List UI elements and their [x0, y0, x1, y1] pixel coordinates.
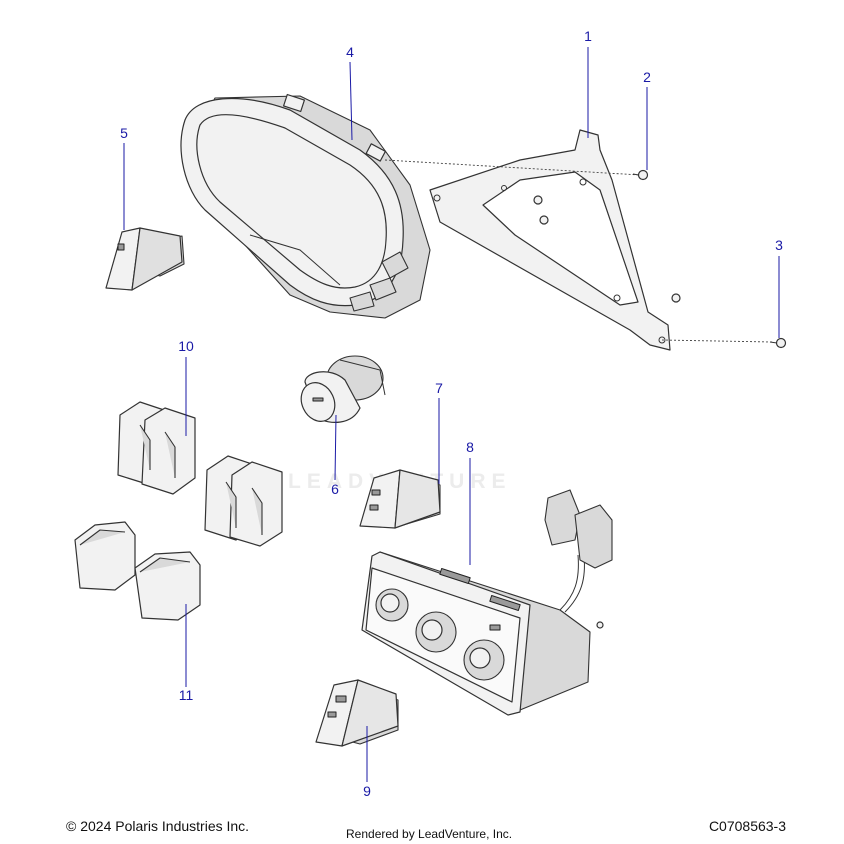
part-11-switch-group[interactable] — [74, 521, 201, 621]
part-8-climate-control[interactable] — [361, 489, 613, 716]
part-2-screw[interactable] — [632, 169, 649, 181]
part-5-switch[interactable] — [105, 227, 185, 291]
part-6-ignition-switch[interactable] — [295, 355, 386, 427]
part-3-screw[interactable] — [769, 337, 787, 349]
part-1-mounting-bracket[interactable] — [429, 129, 681, 351]
alignment-line-2 — [384, 159, 641, 176]
leader-6 — [334, 414, 337, 481]
callout-4[interactable]: 4 — [346, 44, 354, 60]
callout-5[interactable]: 5 — [120, 125, 128, 141]
part-10-switch-group[interactable] — [117, 401, 283, 547]
callout-8[interactable]: 8 — [466, 439, 474, 455]
callout-2[interactable]: 2 — [643, 69, 651, 85]
callout-10[interactable]: 10 — [178, 338, 194, 354]
part-7-switch[interactable] — [359, 469, 441, 529]
part-9-switch[interactable] — [315, 679, 399, 747]
callout-3[interactable]: 3 — [775, 237, 783, 253]
callout-9[interactable]: 9 — [363, 783, 371, 799]
part-4-instrument-cluster[interactable] — [180, 93, 431, 319]
rendered-by-text: Rendered by LeadVenture, Inc. — [346, 827, 513, 841]
callout-6[interactable]: 6 — [331, 481, 339, 497]
copyright-text: © 2024 Polaris Industries Inc. — [66, 818, 250, 834]
callout-11[interactable]: 11 — [179, 687, 194, 703]
leader-4 — [349, 61, 353, 141]
callout-7[interactable]: 7 — [435, 380, 443, 396]
drawing-number: C0708563-3 — [708, 818, 786, 834]
alignment-line-3 — [661, 339, 773, 343]
callout-1[interactable]: 1 — [584, 28, 592, 44]
